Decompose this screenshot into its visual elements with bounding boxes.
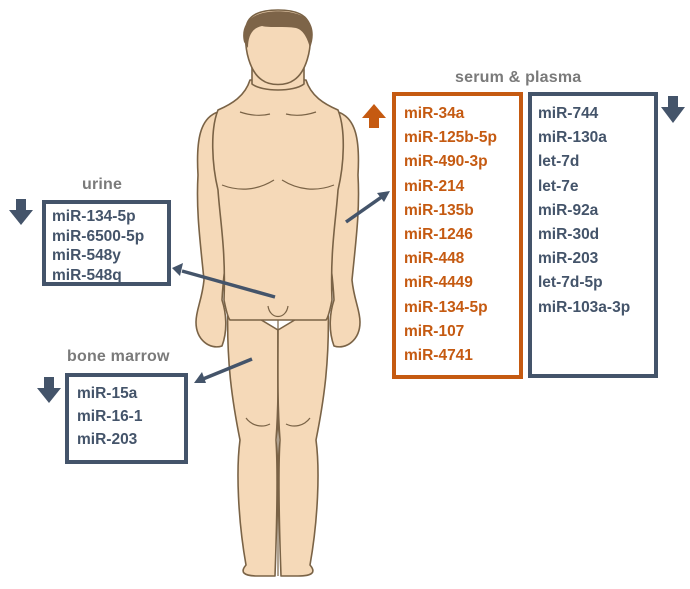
serum-plasma-downregulated-box: miR-744 miR-130a let-7d let-7e miR-92a m… <box>528 92 658 378</box>
upregulated-mirna-list: miR-34a miR-125b-5p miR-490-3p miR-214 m… <box>404 102 519 368</box>
mirna-item: miR-34a <box>404 105 465 122</box>
mirna-item: miR-203 <box>538 250 599 268</box>
mirna-item: miR-4449 <box>404 274 473 292</box>
mirna-item: miR-135b <box>404 201 474 219</box>
mirna-item: let-7e <box>538 177 579 195</box>
down-arrow-icon <box>661 96 685 123</box>
bone-marrow-mirna-list: miR-15a miR-16-1 miR-203 <box>77 382 184 451</box>
mirna-item: miR-214 <box>404 177 465 195</box>
serum-plasma-upregulated-box: miR-34a miR-125b-5p miR-490-3p miR-214 m… <box>392 92 523 379</box>
mirna-item: miR-6500-5p <box>52 227 145 245</box>
bone-marrow-label: bone marrow <box>67 348 170 365</box>
mirna-item: let-7d-5p <box>538 274 603 292</box>
urine-mirna-list: miR-134-5p miR-6500-5p miR-548y miR-548q <box>52 207 167 285</box>
down-arrow-icon <box>37 377 61 403</box>
urine-box: miR-134-5p miR-6500-5p miR-548y miR-548q <box>42 200 171 286</box>
mirna-item: miR-134-5p <box>52 208 136 225</box>
bone-marrow-box: miR-15a miR-16-1 miR-203 <box>65 373 188 464</box>
serum-plasma-label: serum & plasma <box>455 69 582 86</box>
mirna-item: miR-1246 <box>404 226 473 244</box>
mirna-item: miR-107 <box>404 322 465 340</box>
mirna-item: let-7d <box>538 153 580 171</box>
down-arrow-icon <box>9 199 33 225</box>
mirna-item: miR-103a-3p <box>538 298 631 316</box>
mirna-item: miR-134-5p <box>404 298 488 316</box>
mirna-item: miR-125b-5p <box>404 129 498 147</box>
mirna-item: miR-4741 <box>404 347 473 365</box>
mirna-item: miR-15a <box>77 385 138 402</box>
mirna-item: miR-92a <box>538 201 599 219</box>
mirna-item: miR-744 <box>538 105 599 122</box>
mirna-item: miR-548q <box>52 266 122 284</box>
up-arrow-icon <box>362 104 386 128</box>
hair <box>243 11 313 48</box>
mirna-item: miR-203 <box>77 431 138 448</box>
mirna-item: miR-548y <box>52 247 121 264</box>
mirna-item: miR-16-1 <box>77 408 143 425</box>
mirna-item: miR-130a <box>538 129 607 147</box>
mirna-item: miR-490-3p <box>404 153 488 171</box>
downregulated-mirna-list: miR-744 miR-130a let-7d let-7e miR-92a m… <box>538 102 654 320</box>
mirna-item: miR-448 <box>404 250 465 268</box>
mirna-item: miR-30d <box>538 226 600 244</box>
urine-label: urine <box>82 176 123 193</box>
